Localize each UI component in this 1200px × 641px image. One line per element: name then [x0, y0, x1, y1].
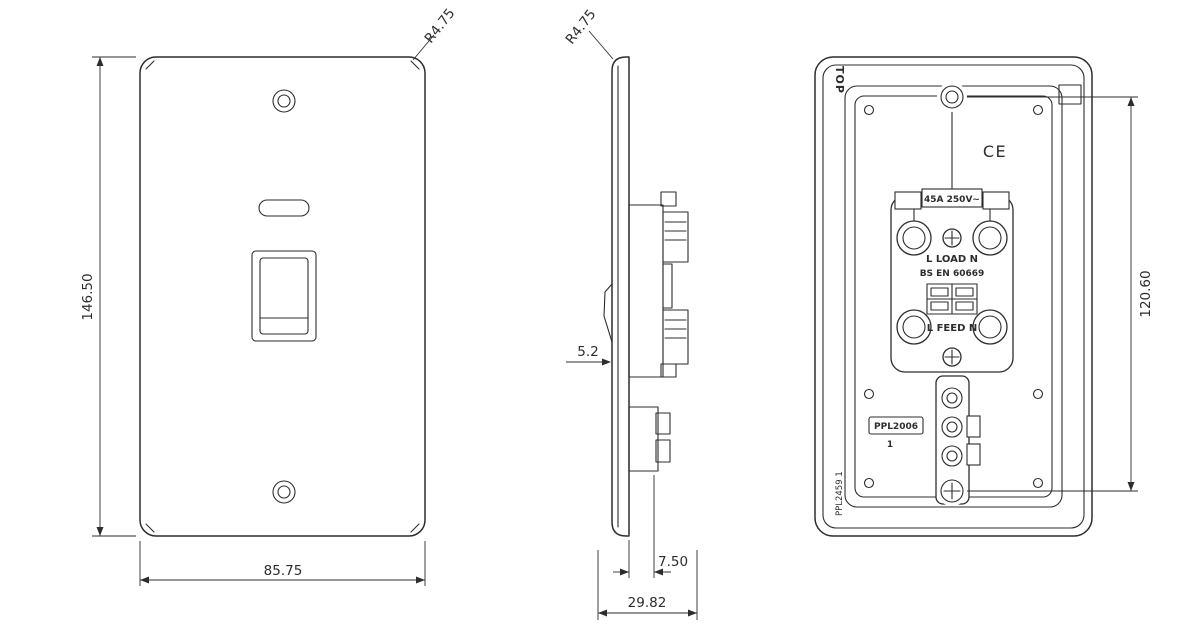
ce-mark: CE — [983, 142, 1007, 161]
back-dimensions: 120.60 — [967, 96, 1154, 492]
dim-plate-thickness: 5.2 — [577, 344, 598, 360]
gang-number: 1 — [887, 440, 893, 450]
terminal-connector-block — [926, 283, 978, 315]
dim-overall-depth: 29.82 — [628, 595, 667, 611]
dim-front-width: 85.75 — [264, 563, 303, 579]
back-plate-inner-outline — [822, 64, 1085, 529]
front-plate-outline — [139, 56, 426, 537]
load-label: L LOAD N — [926, 254, 978, 265]
side-rocker-bump — [603, 283, 613, 343]
feed-terminal-left — [896, 309, 932, 345]
moulding-code: PPL2459 1 — [835, 471, 845, 516]
standard-label: BS EN 60669 — [920, 269, 985, 279]
side-backbox-upper — [628, 191, 689, 378]
earth-screw — [937, 476, 967, 506]
back-fixing-screw-top — [937, 82, 967, 112]
back-labels: TOP CE PPL2006 1 PPL2459 1 — [833, 66, 1007, 516]
front-dimensions: 146.50 85.75 R4.75 — [80, 6, 458, 586]
front-screw-bottom — [272, 480, 296, 504]
screw-bottom-center — [942, 347, 962, 367]
back-view: 45A 250V~ L LOAD N BS EN 60669 — [814, 56, 1093, 537]
load-terminal-left — [896, 220, 932, 256]
side-backbox-lower — [628, 406, 671, 472]
front-corner-blend-ticks — [145, 60, 420, 533]
dim-fixing-centres: 120.60 — [1138, 270, 1154, 317]
feed-label: L FEED N — [927, 323, 978, 334]
back-corner-bosses — [863, 104, 1044, 489]
back-terminal-strip — [935, 375, 981, 506]
dim-front-corner-radius: R4.75 — [422, 6, 459, 47]
part-code-box: PPL2006 1 — [868, 416, 924, 450]
screw-top-center — [942, 228, 962, 248]
part-code: PPL2006 — [874, 422, 918, 432]
dim-front-height: 146.50 — [80, 273, 96, 320]
load-terminal-right — [972, 220, 1008, 256]
back-plate-outline — [814, 56, 1093, 537]
front-rocker-switch — [251, 250, 317, 342]
feed-terminal-right — [972, 309, 1008, 345]
back-cable-entry-slot — [1058, 84, 1082, 105]
back-switch-mechanism: 45A 250V~ L LOAD N BS EN 60669 — [890, 188, 1014, 373]
front-view — [139, 56, 426, 537]
orientation-label: TOP — [833, 66, 846, 94]
dim-box-depth: 7.50 — [658, 554, 688, 570]
side-view — [603, 56, 689, 537]
front-indicator-window — [258, 199, 310, 217]
side-plate-profile — [611, 56, 630, 537]
rating-label: 45A 250V~ — [924, 195, 980, 205]
front-screw-top — [272, 89, 296, 113]
side-dimensions: 5.2 7.50 29.82 R4.75 — [563, 7, 698, 620]
dim-side-corner-radius: R4.75 — [563, 7, 600, 48]
